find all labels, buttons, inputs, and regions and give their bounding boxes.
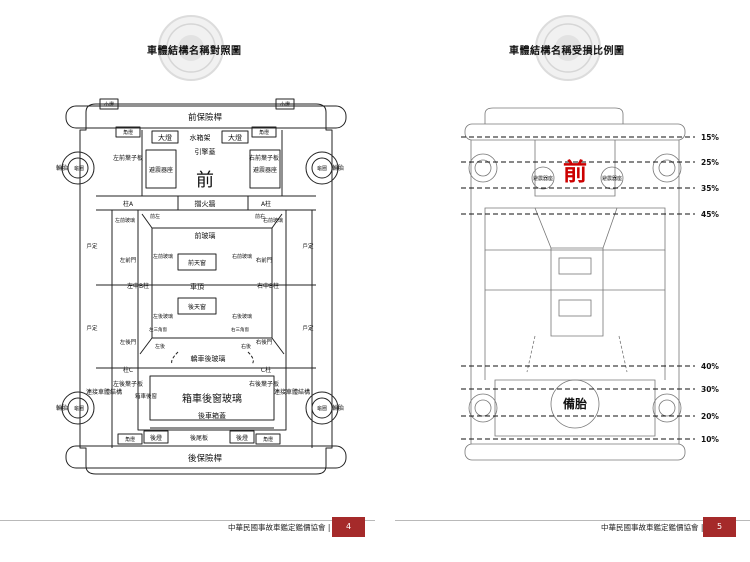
footer-association: 中華民國事故車鑑定鑑價協會 | [601,522,703,533]
label-wheel-front-right: 輪胎 [332,164,344,172]
label-small-light-right: 小燈 [280,101,290,108]
label-headlight-left: 大燈 [158,133,172,142]
label-corner-light-rear-left: 角燈 [125,436,135,443]
label-shock-seat-right: 避震器座 [253,166,277,174]
label-right-rear-door: 右後門 [256,338,273,346]
page-title: 車體結構名稱受損比例圖 [509,46,625,57]
label-right-front-door: 右前門 [256,256,273,264]
label-left-tri-window: 左三角窗 [149,326,167,333]
label-left-connect: 連接車體結構 [86,388,122,396]
car-structure-diagram: 前保險桿 後保險桿 小燈 小燈 角燈 角燈 大燈 大燈 水箱架 引擎蓋 前 避震… [56,98,347,475]
label-wheelwell-rear-left: 龜圈 [74,405,84,412]
label-b-pillar-right: 右中B柱 [257,282,279,290]
label-small-light-left: 小燈 [104,101,114,108]
label-front-right-tag: 前右 [255,213,265,220]
pct-15: 15% [701,133,719,142]
label-right-rear-fender: 右後葉子板 [249,380,279,388]
pct-10: 10% [701,435,719,444]
page-title: 車體結構名稱對照圖 [147,46,242,57]
footer-association: 中華民國事故車鑑定鑑價協會 | [228,522,330,533]
label-right-front-glass-short: 右前玻璃 [263,217,283,224]
footer-association-name: 中華民國事故車鑑定鑑價協會 [228,523,326,532]
label-b-pillar-left: 左中B柱 [127,282,149,290]
label-wheelwell-front-right: 龜圈 [317,165,327,172]
label-hatch-rear-glass: 箱車後窗玻璃 [182,392,242,405]
label-wheelwell-rear-right: 龜圈 [317,405,327,412]
right-page: 車體結構名稱受損比例圖 [375,0,750,562]
label-wheelwell-front-left: 龜圈 [74,165,84,172]
association-seal-watermark [535,15,601,81]
pct-20: 20% [701,412,719,421]
label-wheel-rear-left: 輪胎 [56,404,68,412]
label-c-pillar-right: C柱 [261,366,271,374]
label-front-left-tag: 前左 [150,213,160,220]
label-a-pillar-left: 柱A [123,200,134,208]
label-left-front-glass-short: 左前玻璃 [115,217,135,224]
label-rear-apron: 後尾板 [190,434,208,442]
label-hood: 引擎蓋 [195,147,216,156]
pct-35: 35% [701,184,719,193]
label-corner-light-right: 角燈 [259,129,269,136]
label-left-rear-glass: 左後玻璃 [153,313,173,320]
footer-divider [0,520,375,521]
label-left-front-fender: 左前葉子板 [113,154,143,162]
footer-association-name: 中華民國事故車鑑定鑑價協會 [601,523,699,532]
label-c-pillar-left: 柱C [123,366,133,374]
label-left-front-door: 左前門 [120,256,137,264]
pct-25: 25% [701,158,719,167]
page-number-badge: 5 [703,517,736,537]
label-left-rear-fender: 左後葉子板 [113,380,143,388]
pct-45: 45% [701,210,719,219]
label-right-front-fender: 右前葉子板 [249,154,279,162]
label-windshield: 前玻璃 [195,231,216,240]
shock-seat-left: 避震器座 [533,175,553,182]
association-seal-watermark [158,15,224,81]
label-firewall: 擋火牆 [195,199,216,208]
label-rear-right-tag: 右後 [241,343,251,350]
footer-separator: | [327,523,331,532]
label-tail-light-left: 後燈 [150,434,162,442]
label-front-bumper: 前保險桿 [188,112,223,123]
shock-seat-right: 避震器座 [602,175,622,182]
label-left-rear-door: 左後門 [120,338,137,346]
label-rear-sunroof: 後天窗 [188,303,206,311]
page-number-badge: 4 [332,517,365,537]
label-corner-light-left: 角燈 [123,129,133,136]
spare-tire-label: 備胎 [563,396,587,411]
label-wheel-front-left: 輪胎 [56,164,68,172]
label-rocker-front-right: 戶定 [302,242,314,250]
label-rear-bumper: 後保險桿 [188,453,223,464]
label-right-rear-glass: 右後玻璃 [232,313,252,320]
label-rocker-rear-right: 戶定 [302,324,314,332]
label-right-front-glass: 右前玻璃 [232,253,252,260]
footer-separator: | [701,523,704,532]
label-trunk-side: 箱車後窗 [135,392,158,400]
label-front-sunroof: 前天窗 [188,259,206,267]
label-rear-left-tag: 左後 [155,343,165,350]
label-corner-light-rear-right: 角燈 [263,436,273,443]
label-shock-seat-left: 避震器座 [149,166,173,174]
label-radiator-frame: 水箱架 [190,133,211,142]
damage-ratio-diagram: 15% 25% 35% 45% 40% 30% 20% 10% 前 避震器座 避… [461,107,719,461]
pct-40: 40% [701,362,719,371]
label-wheel-rear-right: 輪胎 [332,404,344,412]
label-roof: 車頂 [190,282,204,291]
footer-divider [395,520,750,521]
front-mark: 前 [563,158,587,186]
label-trunk-lid: 後車箱蓋 [198,411,226,420]
label-rocker-front-left: 戶定 [86,242,98,250]
pct-30: 30% [701,385,719,394]
label-sedan-rear-glass: 轎車後玻璃 [191,354,226,363]
label-right-connect: 連接車體結構 [274,388,310,396]
label-rocker-rear-left: 戶定 [86,324,98,332]
label-headlight-right: 大燈 [228,133,242,142]
label-left-front-glass: 左前玻璃 [153,253,173,260]
label-a-pillar-right: A柱 [261,200,271,208]
label-front: 前 [196,170,214,191]
label-right-tri-window: 右三角窗 [231,326,249,333]
left-page: 車體結構名稱對照圖 [0,15,375,537]
label-tail-light-right: 後燈 [236,434,248,442]
